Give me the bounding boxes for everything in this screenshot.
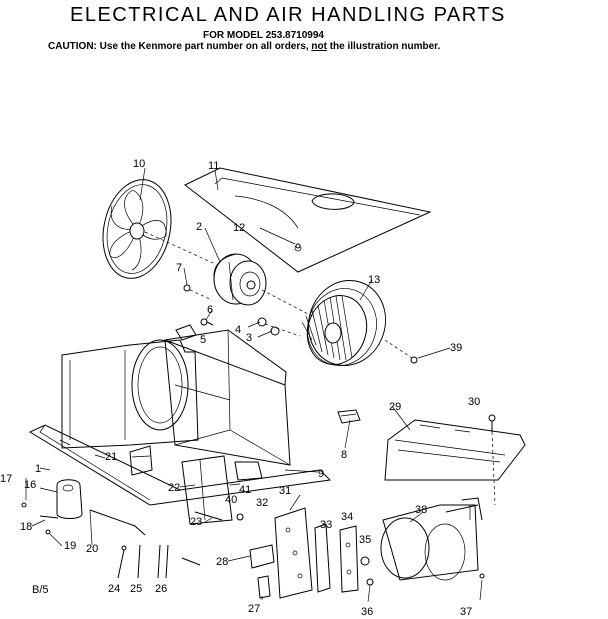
footer-code: B/5 — [32, 584, 49, 596]
caution-prefix: CAUTION: Use the Kenmore part number on … — [48, 41, 309, 52]
callout-41: 41 — [239, 484, 251, 496]
callout-16: 16 — [24, 479, 36, 491]
callout-10: 10 — [133, 158, 145, 170]
callout-24: 24 — [108, 583, 120, 595]
hardware-fasteners — [183, 243, 418, 364]
callout-3: 3 — [246, 332, 252, 344]
caution-suffix: the illustration number. — [329, 41, 441, 52]
callout-40: 40 — [225, 494, 237, 506]
callout-20: 20 — [86, 543, 98, 555]
callout-23: 23 — [190, 516, 202, 528]
callout-25: 25 — [130, 583, 142, 595]
callout-13: 13 — [368, 274, 380, 286]
callout-22: 22 — [168, 482, 180, 494]
callout-37: 37 — [460, 606, 472, 618]
callout-11: 11 — [208, 160, 219, 172]
blower-scroll — [380, 497, 483, 581]
unit-housing — [28, 324, 332, 525]
callout-30: 30 — [468, 396, 480, 408]
caution-not: not — [311, 41, 327, 52]
callout-32: 32 — [256, 497, 268, 509]
model-number: FOR MODEL 253.8710994 — [203, 30, 324, 41]
callout-38: 38 — [415, 504, 427, 516]
bottom-hardware — [21, 461, 485, 599]
control-panel — [384, 414, 526, 506]
callout-2: 2 — [196, 221, 202, 233]
callout-12: 12 — [233, 222, 245, 234]
callout-39: 39 — [450, 342, 462, 354]
callout-33: 33 — [320, 519, 332, 531]
callout-36: 36 — [361, 606, 373, 618]
callout-4: 4 — [235, 324, 241, 336]
callout-6: 6 — [207, 304, 213, 316]
fan-motor — [213, 253, 313, 317]
callout-21: 21 — [105, 451, 117, 463]
callout-19: 19 — [64, 540, 76, 552]
callout-8: 8 — [341, 449, 347, 461]
caution-note: CAUTION: Use the Kenmore part number on … — [48, 41, 440, 52]
callout-29: 29 — [389, 401, 401, 413]
callout-18: 18 — [20, 521, 32, 533]
fan-blade — [102, 179, 216, 279]
callout-7: 7 — [176, 262, 182, 274]
callout-labels: 10 11 2 12 13 7 6 5 4 3 39 29 30 8 21 9 … — [0, 158, 480, 618]
mounting-plates — [274, 507, 359, 599]
callout-5: 5 — [200, 334, 206, 346]
callout-17: 17 — [0, 473, 12, 485]
leader-lines — [25, 167, 483, 603]
blower-wheel — [301, 279, 413, 367]
callout-27: 27 — [248, 603, 260, 615]
callout-9: 9 — [318, 468, 324, 480]
callout-31: 31 — [279, 485, 291, 497]
callout-1: 1 — [35, 463, 41, 475]
top-cover-plate — [184, 167, 432, 273]
callout-26: 26 — [155, 583, 167, 595]
callout-35: 35 — [359, 534, 371, 546]
capacitor — [337, 409, 361, 424]
callout-28: 28 — [216, 556, 228, 568]
page-title: ELECTRICAL AND AIR HANDLING PARTS — [70, 4, 506, 26]
callout-34: 34 — [341, 511, 353, 523]
